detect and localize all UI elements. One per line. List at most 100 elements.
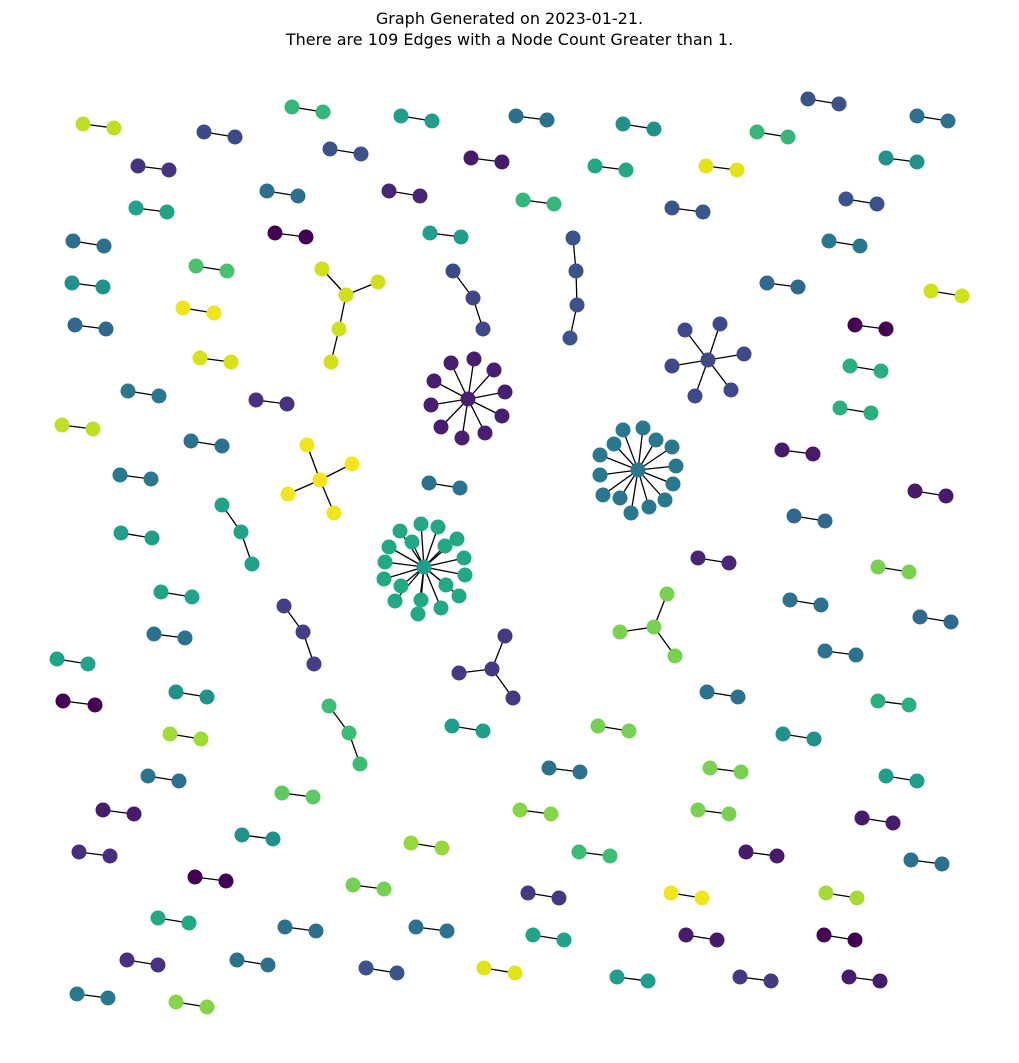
graph-node	[162, 726, 178, 742]
graph-node	[452, 480, 468, 496]
graph-node	[477, 425, 493, 441]
graph-node	[423, 397, 439, 413]
graph-node	[393, 578, 409, 594]
chart-title: Graph Generated on 2023-01-21. There are…	[0, 8, 1019, 50]
graph-node	[786, 508, 802, 524]
graph-node	[539, 112, 555, 128]
graph-node	[331, 321, 347, 337]
graph-node	[381, 539, 397, 555]
graph-node	[497, 628, 513, 644]
graph-node	[100, 990, 116, 1006]
graph-node	[838, 191, 854, 207]
graph-node	[695, 204, 711, 220]
graph-node	[175, 300, 191, 316]
graph-node	[678, 927, 694, 943]
graph-node	[909, 773, 925, 789]
graph-node	[130, 158, 146, 174]
graph-node	[326, 505, 342, 521]
graph-node	[694, 890, 710, 906]
graph-node	[284, 99, 300, 115]
graph-node	[505, 690, 521, 706]
graph-node	[323, 354, 339, 370]
graph-node	[572, 764, 588, 780]
graph-node	[885, 815, 901, 831]
graph-node	[817, 513, 833, 529]
graph-node	[177, 630, 193, 646]
graph-node	[571, 844, 587, 860]
graph-node	[421, 475, 437, 491]
graph-node	[443, 355, 459, 371]
graph-node	[113, 525, 129, 541]
graph-node	[218, 873, 234, 889]
graph-node	[181, 915, 197, 931]
graph-node	[438, 577, 454, 593]
graph-node	[168, 684, 184, 700]
graph-node	[460, 391, 476, 407]
graph-node	[687, 388, 703, 404]
graph-node	[507, 965, 523, 981]
graph-node	[569, 297, 585, 313]
graph-node	[873, 363, 889, 379]
graph-node	[276, 598, 292, 614]
graph-node	[408, 919, 424, 935]
graph-node	[410, 606, 426, 622]
graph-node	[497, 384, 513, 400]
graph-node	[144, 530, 160, 546]
graph-node	[463, 150, 479, 166]
graph-node	[151, 388, 167, 404]
graph-node	[774, 442, 790, 458]
graph-node	[143, 471, 159, 487]
graph-node	[847, 932, 863, 948]
graph-node	[525, 927, 541, 943]
graph-node	[512, 802, 528, 818]
title-line-1: Graph Generated on 2023-01-21.	[375, 9, 644, 28]
graph-node	[454, 430, 470, 446]
graph-node	[466, 351, 482, 367]
graph-node	[869, 196, 885, 212]
graph-node	[433, 419, 449, 435]
graph-node	[67, 317, 83, 333]
graph-node	[621, 723, 637, 739]
graph-node	[664, 358, 680, 374]
graph-node	[344, 456, 360, 472]
graph-node	[457, 567, 473, 583]
graph-node	[95, 279, 111, 295]
graph-node	[847, 317, 863, 333]
graph-node	[196, 124, 212, 140]
graph-node	[65, 233, 81, 249]
graph-node	[413, 516, 429, 532]
graph-node	[484, 661, 500, 677]
graph-node	[699, 684, 715, 700]
graph-node	[413, 592, 429, 608]
graph-node	[150, 957, 166, 973]
nodes-layer	[49, 91, 970, 1015]
graph-node	[641, 499, 657, 515]
graph-node	[854, 810, 870, 826]
graph-node	[437, 538, 453, 554]
graph-node	[183, 433, 199, 449]
graph-node	[940, 113, 956, 129]
graph-node	[265, 831, 281, 847]
graph-node	[562, 330, 578, 346]
graph-node	[938, 488, 954, 504]
graph-node	[841, 969, 857, 985]
graph-node	[219, 263, 235, 279]
graph-node	[280, 486, 296, 502]
graph-node	[424, 113, 440, 129]
graph-node	[640, 973, 656, 989]
graph-node	[602, 848, 618, 864]
graph-node	[759, 275, 775, 291]
graph-node	[664, 439, 680, 455]
graph-node	[159, 204, 175, 220]
graph-node	[244, 556, 260, 572]
graph-node	[128, 200, 144, 216]
graph-node	[872, 973, 888, 989]
graph-node	[299, 437, 315, 453]
graph-node	[305, 789, 321, 805]
graph-node	[381, 183, 397, 199]
graph-node	[322, 141, 338, 157]
graph-node	[193, 731, 209, 747]
graph-node	[667, 648, 683, 664]
graph-node	[376, 881, 392, 897]
graph-node	[606, 436, 622, 452]
